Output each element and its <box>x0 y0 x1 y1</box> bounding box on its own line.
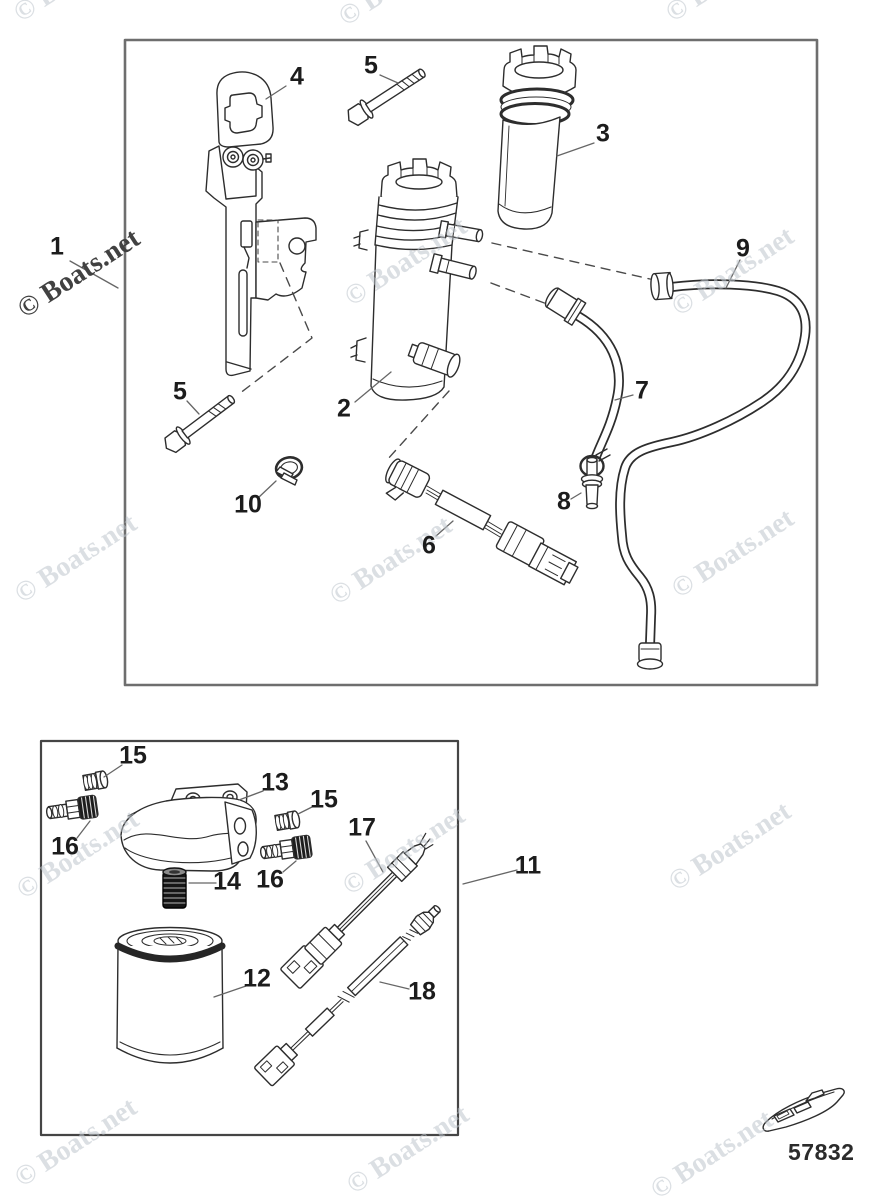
top-panel-border <box>123 38 819 687</box>
callout-16-right: 16 <box>256 865 284 894</box>
part-15-plug-left <box>82 770 109 791</box>
callout-5-top: 5 <box>364 51 378 80</box>
callout-5-left: 5 <box>173 377 187 406</box>
part-17-sensor <box>280 832 434 989</box>
diagram-part-code: 57832 <box>788 1139 855 1165</box>
part-18-sender <box>254 904 441 1087</box>
callout-7: 7 <box>635 376 649 405</box>
part-16-fitting-left <box>45 794 99 820</box>
part-2-fuel-pump <box>350 158 484 401</box>
callout-12: 12 <box>243 964 271 993</box>
callout-2: 2 <box>337 394 351 423</box>
callout-13: 13 <box>261 768 289 797</box>
callout-15-right: 15 <box>310 785 338 814</box>
callout-11: 11 <box>514 851 542 880</box>
callout-6: 6 <box>422 531 436 560</box>
part-12-filter-element <box>114 926 226 1078</box>
part-6-wiring-harness <box>385 458 579 586</box>
callout-9: 9 <box>736 234 750 263</box>
callout-17: 17 <box>348 813 376 842</box>
part-13-filter-head <box>120 783 257 872</box>
leader-lines <box>69 74 741 998</box>
part-16-fitting-right <box>259 834 313 860</box>
part-5-bolt-left <box>164 394 236 454</box>
callout-16-left: 16 <box>51 832 79 861</box>
part-10-hose-clamp <box>274 456 304 486</box>
callout-4: 4 <box>290 62 304 91</box>
boat-icon <box>762 1087 845 1132</box>
callout-3: 3 <box>596 119 610 148</box>
assembly-dashed-lines <box>238 242 651 461</box>
part-5-bolt-top <box>347 68 426 127</box>
part-7-fuel-hose <box>544 287 624 478</box>
callout-10: 10 <box>234 490 262 519</box>
part-3-filter-cup <box>497 45 577 230</box>
callout-14: 14 <box>213 867 241 896</box>
callout-1: 1 <box>50 232 64 261</box>
callout-8: 8 <box>557 487 571 516</box>
callout-18: 18 <box>408 977 436 1006</box>
part-14-nipple <box>162 867 187 909</box>
part-9-fuel-hose <box>615 271 811 670</box>
bottom-panel-border <box>39 739 460 1137</box>
callout-15-left: 15 <box>119 741 147 770</box>
part-4-bracket <box>205 71 317 377</box>
part-8-fitting <box>580 456 604 510</box>
part-15-plug-right <box>274 810 301 831</box>
